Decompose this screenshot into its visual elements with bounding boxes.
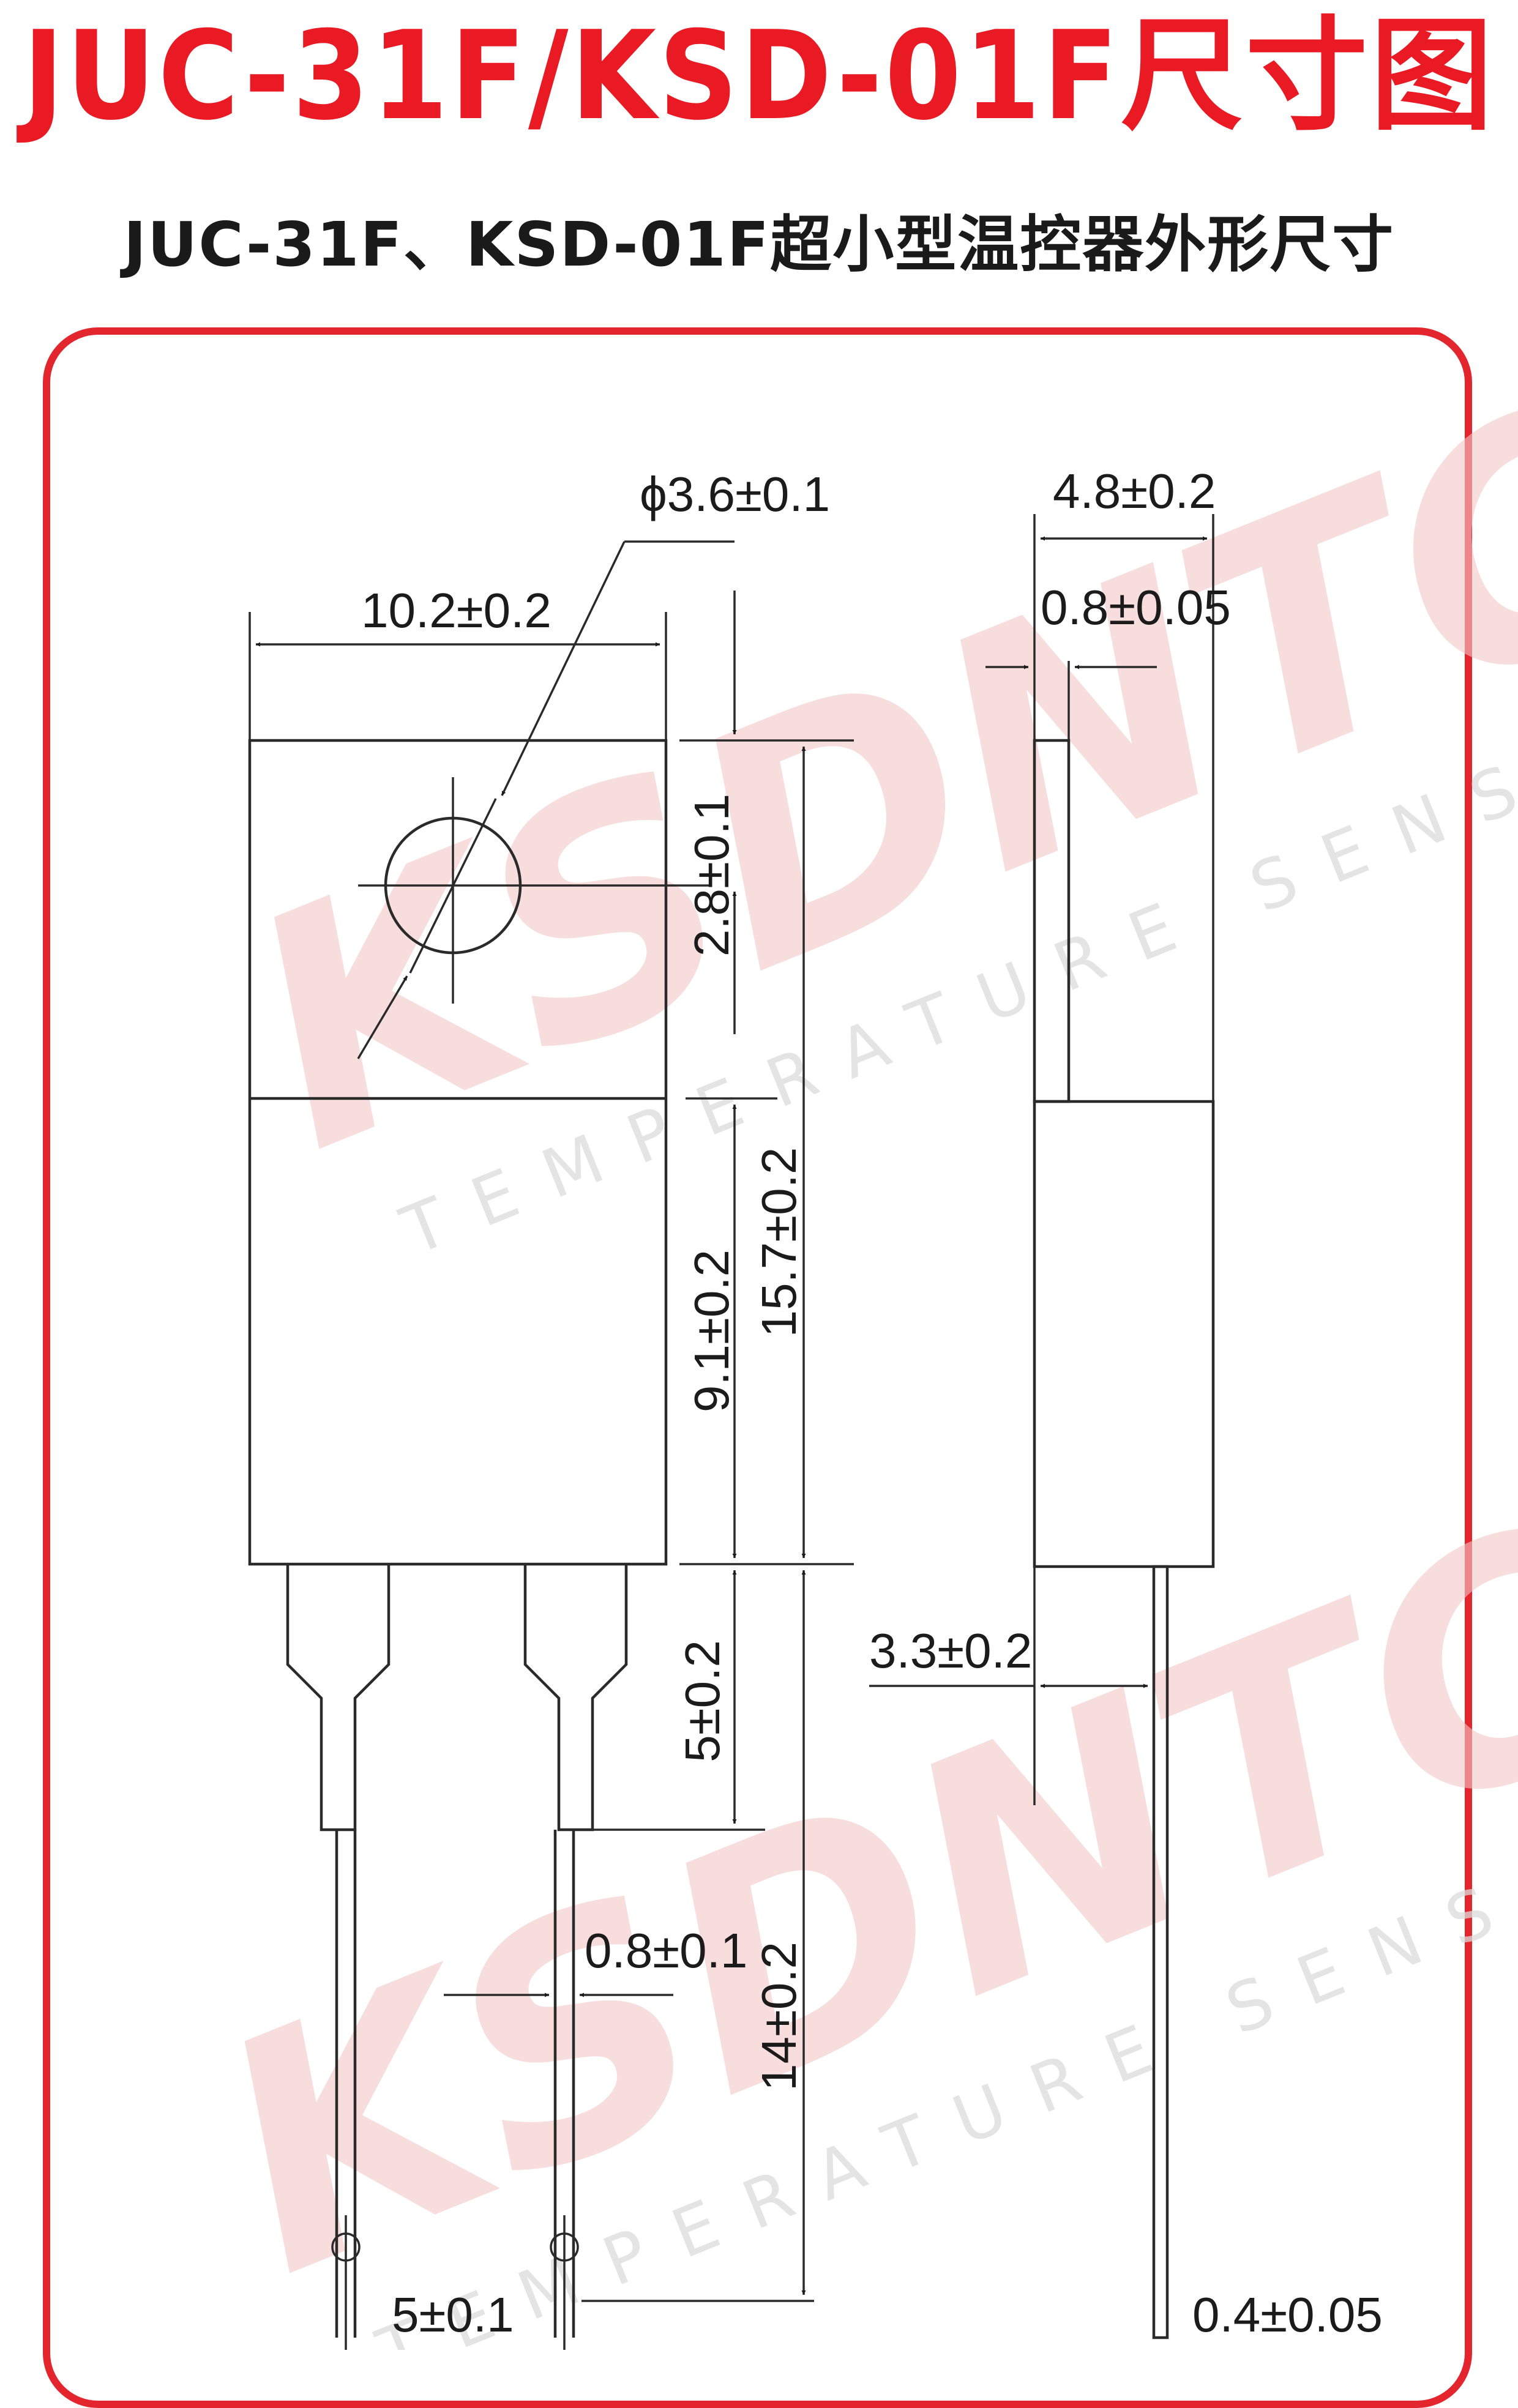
hole-diameter-line bbox=[409, 798, 497, 974]
dimension-labels: ϕ3.6±0.1 10.2±0.2 4.8±0.2 0.8±0.05 2.8±0… bbox=[361, 464, 1383, 2342]
label-lead-thickness: 0.4±0.05 bbox=[1192, 2287, 1383, 2342]
label-lead-length: 14±0.2 bbox=[752, 1942, 806, 2091]
lead-right-shoulder bbox=[523, 1564, 628, 1832]
label-lead-offset: 3.3±0.2 bbox=[869, 1623, 1032, 1678]
body-outline bbox=[248, 739, 668, 1566]
leader-hole-diameter-arrow bbox=[501, 541, 626, 796]
label-side-thickness: 4.8±0.2 bbox=[1053, 464, 1216, 518]
label-total-height: 15.7±0.2 bbox=[752, 1147, 806, 1338]
lead-left-shoulder bbox=[286, 1564, 391, 1832]
lead-left-pin bbox=[335, 1830, 357, 2338]
label-body-width: 10.2±0.2 bbox=[361, 583, 551, 638]
dimension-lines bbox=[249, 536, 1207, 2302]
watermark-lower: KSDNTC TEMPERATURE SENSOR bbox=[173, 1456, 1518, 2350]
lead-right-pin bbox=[553, 1830, 575, 2338]
label-tab-thickness: 0.8±0.05 bbox=[1041, 580, 1231, 635]
label-lead-pitch: 5±0.1 bbox=[392, 2287, 514, 2342]
leader-hole-lower-arrow bbox=[357, 975, 408, 1059]
label-hole-offset: 2.8±0.1 bbox=[684, 794, 739, 956]
label-body-height: 9.1±0.2 bbox=[684, 1250, 739, 1412]
label-lead-shoulder: 5±0.2 bbox=[675, 1640, 730, 1762]
page-subtitle: JUC-31F、KSD-01F超小型温控器外形尺寸 bbox=[123, 209, 1395, 280]
page-title: JUC-31F/KSD-01F尺寸图 bbox=[23, 5, 1495, 147]
side-body bbox=[1033, 1100, 1215, 1568]
label-lead-width: 0.8±0.1 bbox=[585, 1923, 747, 1978]
label-hole-diameter: ϕ3.6±0.1 bbox=[640, 467, 830, 521]
side-lead bbox=[1152, 1565, 1169, 2339]
watermark-upper: KSDNTC TEMPERATURE SENSOR bbox=[202, 332, 1518, 1270]
front-view bbox=[248, 739, 710, 2350]
dimension-drawing: KSDNTC TEMPERATURE SENSOR KSDNTC TEMPERA… bbox=[173, 332, 1518, 2350]
watermark-brand: KSDNTC bbox=[173, 1456, 1518, 2346]
